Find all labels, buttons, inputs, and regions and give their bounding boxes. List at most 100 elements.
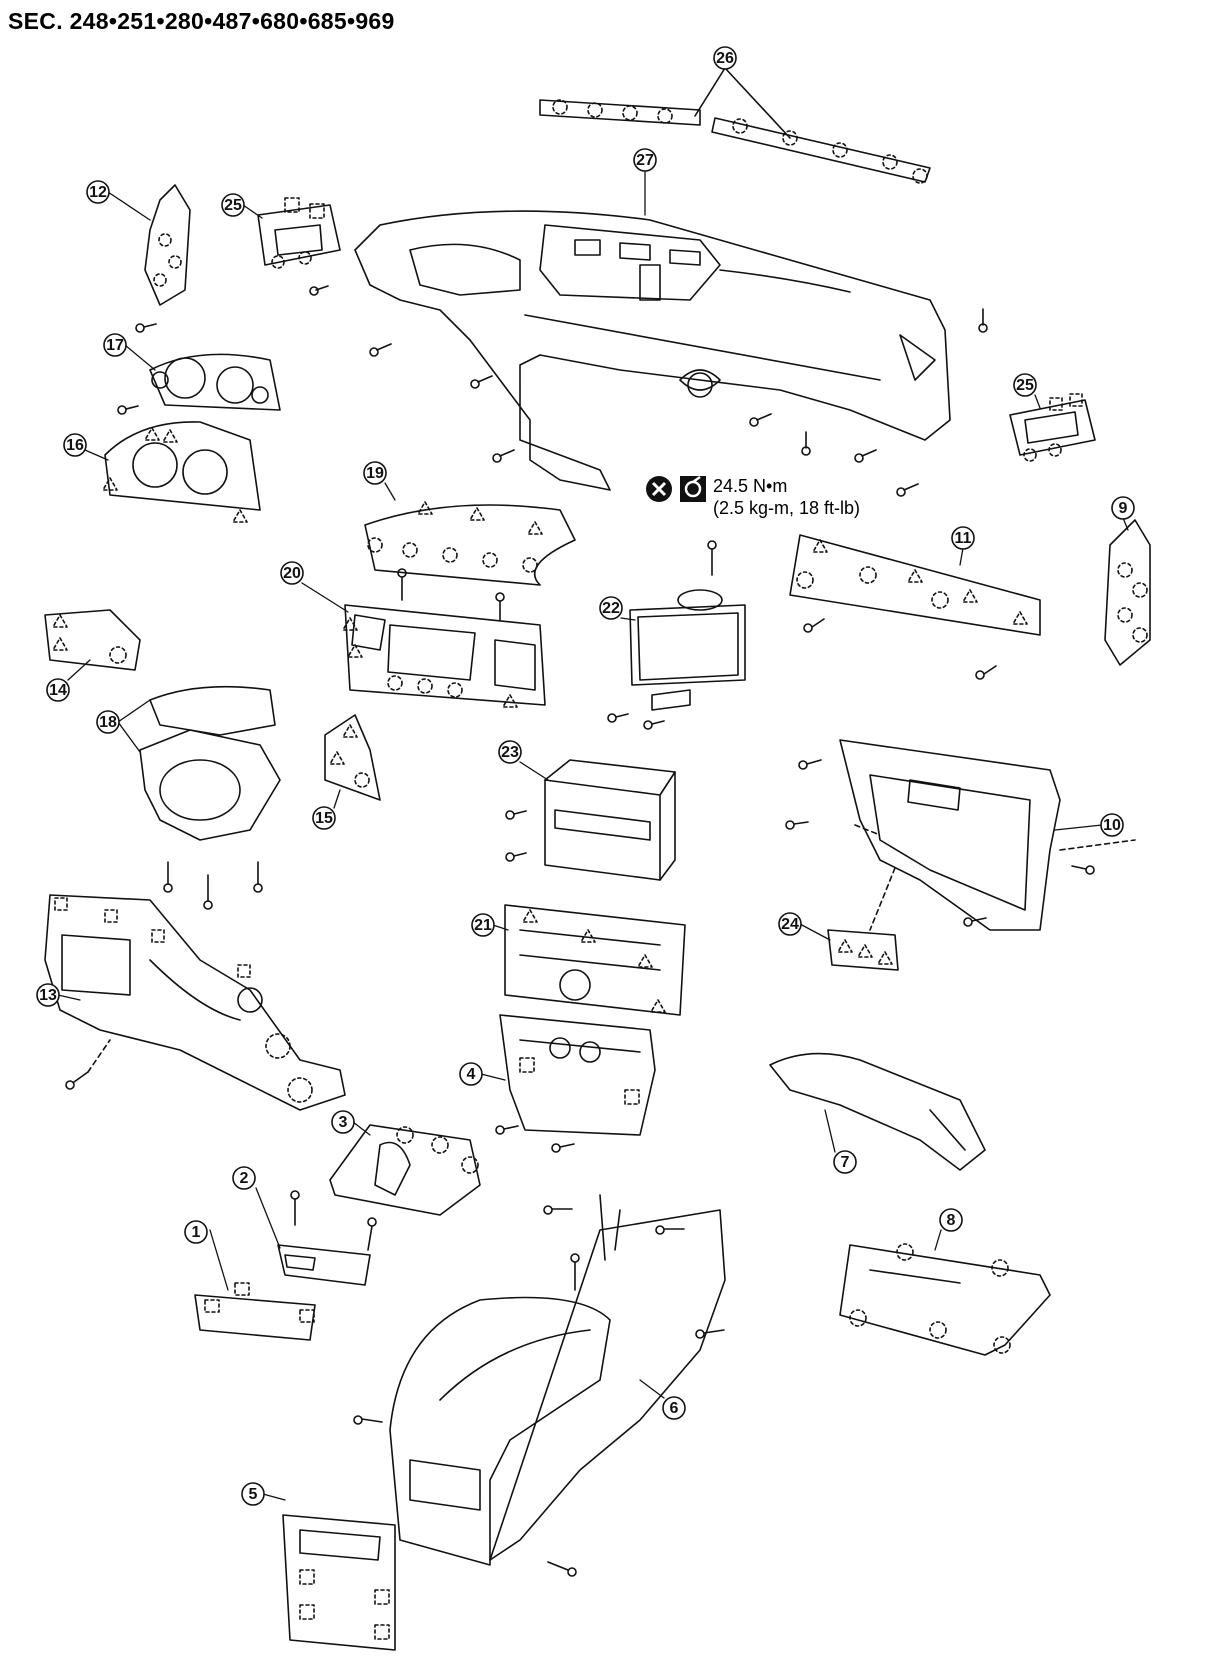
part-25-right-vent xyxy=(1009,393,1096,462)
callout-number: 16 xyxy=(66,437,84,454)
callout-circle xyxy=(599,596,623,620)
part-11-passenger-finisher xyxy=(789,534,1041,680)
torque-value-alt: (2.5 kg-m, 18 ft-lb) xyxy=(713,498,861,518)
callout-number: 19 xyxy=(366,465,384,482)
callout-2: 2 xyxy=(232,1166,256,1190)
part-15-lower-finisher xyxy=(324,714,381,801)
callout-16: 16 xyxy=(63,433,87,457)
callout-number: 23 xyxy=(501,744,519,761)
part-5-rear-vent xyxy=(282,1514,396,1651)
callout-number: 25 xyxy=(224,197,242,214)
part-17-combination-meter xyxy=(149,353,281,411)
callout-number: 10 xyxy=(1103,817,1121,834)
torque-wrench-icon xyxy=(680,475,706,502)
callout-circle xyxy=(280,561,304,585)
part-23-audio-unit xyxy=(505,759,676,881)
part-13-lower-panel-lh xyxy=(44,894,346,1111)
part-6-console-box xyxy=(353,1194,726,1577)
part-25-left-vent xyxy=(257,197,341,269)
part-22-display-unit xyxy=(607,540,746,730)
callout-3: 3 xyxy=(331,1110,355,1134)
callout-number: 5 xyxy=(249,1486,258,1503)
callout-circle xyxy=(1100,813,1124,837)
callout-25b: 25 xyxy=(1013,373,1037,397)
callout-number: 4 xyxy=(467,1066,476,1083)
spec-icons xyxy=(646,475,706,502)
callout-circle xyxy=(241,1482,265,1506)
callout-number: 11 xyxy=(955,530,972,547)
callout-circle xyxy=(96,710,120,734)
panel-mounting-bolts xyxy=(309,285,988,497)
callout-number: 24 xyxy=(781,916,799,933)
callout-number: 1 xyxy=(192,1224,201,1241)
callout-4: 4 xyxy=(459,1062,483,1086)
part-16-cluster-lid xyxy=(102,421,261,523)
part-21-ac-controller xyxy=(504,904,686,1016)
part-20-center-vent xyxy=(342,568,546,708)
callout-circle xyxy=(63,433,87,457)
part-3-shift-finisher xyxy=(329,1124,481,1216)
callout-number: 9 xyxy=(1119,500,1128,517)
callout-circle xyxy=(939,1208,963,1232)
callout-number: 8 xyxy=(947,1212,956,1229)
callout-number: 27 xyxy=(636,152,654,169)
torque-value: 24.5 N•m xyxy=(713,476,788,496)
callout-circle xyxy=(471,913,495,937)
part-10-lower-panel xyxy=(785,739,1136,931)
callout-9: 9 xyxy=(1111,496,1135,520)
callout-14: 14 xyxy=(46,678,70,702)
callout-circle xyxy=(232,1166,256,1190)
callout-circle xyxy=(221,193,245,217)
callout-circle xyxy=(951,526,975,550)
callout-circle xyxy=(633,148,657,172)
callout-number: 3 xyxy=(339,1114,348,1131)
part-2-tray xyxy=(277,1190,377,1286)
callout-number: 21 xyxy=(474,917,492,934)
callout-18: 18 xyxy=(96,710,120,734)
callout-21: 21 xyxy=(471,913,495,937)
callout-26: 26 xyxy=(713,46,737,70)
callout-number: 12 xyxy=(89,184,107,201)
callout-19: 19 xyxy=(363,461,387,485)
callout-circle xyxy=(46,678,70,702)
part-19-center-finisher xyxy=(364,501,576,586)
callout-circle xyxy=(1013,373,1037,397)
part-27-instrument-panel xyxy=(354,210,951,491)
callout-number: 26 xyxy=(716,50,734,67)
part-24-small-cover xyxy=(827,929,899,971)
callout-12: 12 xyxy=(86,180,110,204)
callout-number: 22 xyxy=(602,600,620,617)
callout-8: 8 xyxy=(939,1208,963,1232)
part-9-right-side-panel xyxy=(1104,519,1151,666)
callout-number: 17 xyxy=(106,337,124,354)
callout-number: 6 xyxy=(670,1400,679,1417)
part-1-ash-tray xyxy=(194,1282,316,1341)
callout-circle xyxy=(86,180,110,204)
callout-20: 20 xyxy=(280,561,304,585)
callout-circle xyxy=(498,740,522,764)
callout-1: 1 xyxy=(184,1220,208,1244)
callout-circle xyxy=(459,1062,483,1086)
callout-6: 6 xyxy=(662,1396,686,1420)
part-8-glove-box-assy xyxy=(839,1243,1051,1356)
callout-leader-lines xyxy=(57,169,1129,1501)
callout-22: 22 xyxy=(599,596,623,620)
callout-circle xyxy=(103,333,127,357)
section-reference: SEC. 248•251•280•487•680•685•969 xyxy=(8,8,395,34)
callout-17: 17 xyxy=(103,333,127,357)
part-14-knee-finisher xyxy=(44,609,141,671)
part-26-clip-strip xyxy=(539,67,931,184)
callout-circle xyxy=(184,1220,208,1244)
callout-25a: 25 xyxy=(221,193,245,217)
part-4-center-lid xyxy=(495,1014,656,1153)
callout-11: 11 xyxy=(951,526,975,550)
torque-spec: 24.5 N•m (2.5 kg-m, 18 ft-lb) xyxy=(713,475,860,519)
callout-circle xyxy=(312,806,336,830)
callout-number: 18 xyxy=(99,714,117,731)
callout-circle xyxy=(713,46,737,70)
callout-circle xyxy=(833,1150,857,1174)
callout-number: 7 xyxy=(841,1154,850,1171)
callout-24: 24 xyxy=(778,912,802,936)
